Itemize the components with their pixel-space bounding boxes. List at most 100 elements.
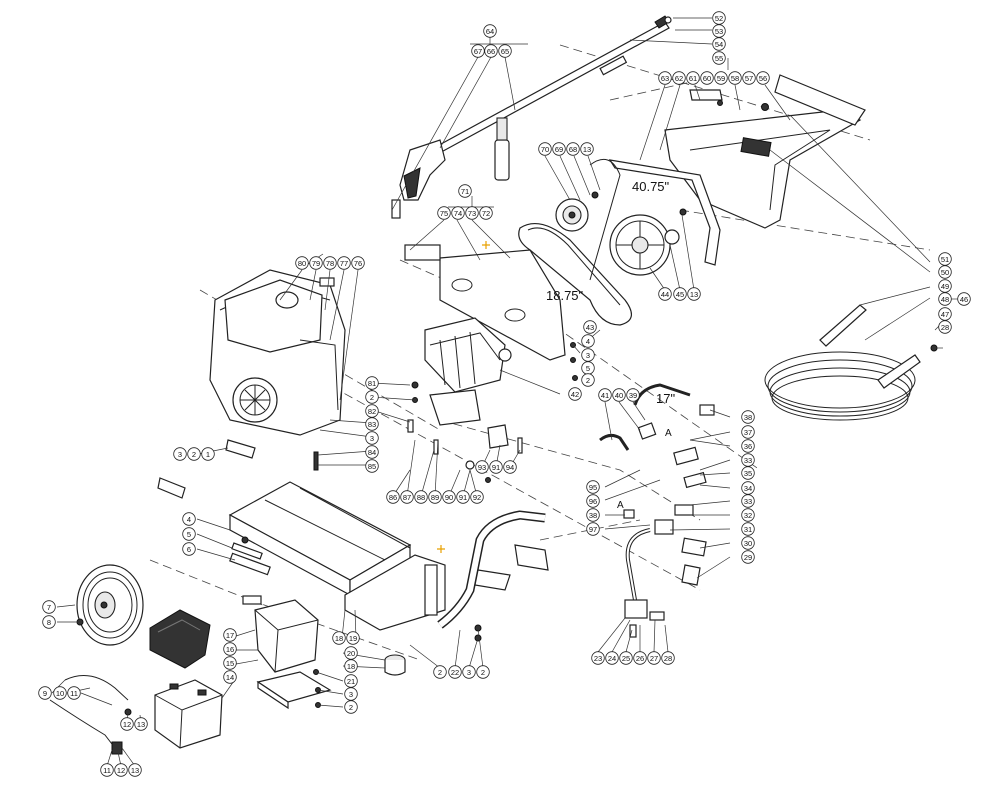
callout-c15: 15 <box>223 656 237 670</box>
callout-number: 94 <box>506 463 514 472</box>
callout-circle <box>938 320 952 334</box>
callout-c48: 48 <box>938 292 952 306</box>
handle <box>130 374 256 499</box>
callout-c36: 36 <box>741 439 755 453</box>
battery-cover <box>149 609 211 669</box>
callout-number: 83 <box>368 420 376 429</box>
callout-circle <box>586 494 600 508</box>
callout-circle <box>647 651 661 665</box>
callout-c54: 54 <box>712 37 726 51</box>
engine-pulley <box>555 198 589 232</box>
callout-c32: 32 <box>741 508 755 522</box>
callout-circle <box>470 490 484 504</box>
callout-c2d: 2 <box>344 700 358 714</box>
callout-number: 3 <box>586 351 590 360</box>
callout-c37: 37 <box>741 425 755 439</box>
callout-number: 27 <box>650 654 658 663</box>
callout-circle <box>448 665 462 679</box>
callout-circle <box>658 287 672 301</box>
callout-number: 37 <box>744 428 752 437</box>
callout-number: 54 <box>715 40 723 49</box>
callout-circle <box>503 460 517 474</box>
callout-c67: 67 <box>471 44 485 58</box>
decal-panels <box>689 74 866 126</box>
callout-number: 13 <box>690 290 698 299</box>
callout-c49: 49 <box>938 279 952 293</box>
callout-circle <box>741 466 755 480</box>
callout-circle <box>686 71 700 85</box>
callout-c41: 41 <box>598 388 612 402</box>
callout-circle <box>120 717 134 731</box>
callout-number: 33 <box>744 497 752 506</box>
callout-circle <box>67 686 81 700</box>
callout-c83: 83 <box>365 417 379 431</box>
callout-circle <box>741 410 755 424</box>
callout-c17: 17 <box>223 628 237 642</box>
callout-c16: 16 <box>223 642 237 656</box>
callout-circle <box>386 490 400 504</box>
callout-number: 28 <box>664 654 672 663</box>
callout-c76: 76 <box>351 256 365 270</box>
registration-marks <box>437 241 490 553</box>
callout-number: 26 <box>636 654 644 663</box>
callout-circle <box>619 651 633 665</box>
unloader-assembly <box>599 383 715 638</box>
callout-circle <box>626 388 640 402</box>
callout-c29: 29 <box>741 550 755 564</box>
callout-c38b: 38 <box>586 508 600 522</box>
callout-c66: 66 <box>484 44 498 58</box>
callout-circle <box>465 206 479 220</box>
callout-circle <box>433 665 447 679</box>
callout-circle <box>365 459 379 473</box>
callout-circle <box>476 665 490 679</box>
callout-c28a: 28 <box>938 320 952 334</box>
callout-number: 38 <box>589 511 597 520</box>
pressure-hose <box>764 304 921 421</box>
callout-c33a: 33 <box>741 453 755 467</box>
callout-c11b: 11 <box>100 763 114 777</box>
callout-c78: 78 <box>323 256 337 270</box>
marker-a-2: A <box>617 500 624 511</box>
callout-number: 71 <box>461 187 469 196</box>
callout-c87: 87 <box>400 490 414 504</box>
callout-circle <box>365 431 379 445</box>
callout-number: 80 <box>298 259 306 268</box>
callout-c6: 6 <box>182 542 196 556</box>
callout-circle <box>442 490 456 504</box>
callout-c55: 55 <box>712 51 726 65</box>
callout-c2e: 2 <box>433 665 447 679</box>
callout-circle <box>483 24 497 38</box>
callout-c68: 68 <box>566 142 580 156</box>
callout-number: 67 <box>474 47 482 56</box>
callout-circle <box>400 490 414 504</box>
callout-c94: 94 <box>503 460 517 474</box>
callout-circle <box>586 480 600 494</box>
callout-circle <box>173 447 187 461</box>
callout-c77: 77 <box>337 256 351 270</box>
callout-number: 62 <box>675 74 683 83</box>
callout-number: 19 <box>349 634 357 643</box>
callout-number: 87 <box>403 493 411 502</box>
callout-circle <box>344 646 358 660</box>
callout-number: 96 <box>589 497 597 506</box>
callout-c8: 8 <box>42 615 56 629</box>
callout-c61: 61 <box>686 71 700 85</box>
callout-circle <box>581 373 595 387</box>
callout-circle <box>351 256 365 270</box>
callout-number: 11 <box>70 689 78 698</box>
callout-c71: 71 <box>458 184 472 198</box>
callout-number: 59 <box>717 74 725 83</box>
callout-number: 3 <box>370 434 374 443</box>
callout-c92: 92 <box>470 490 484 504</box>
callout-c3d: 3 <box>344 687 358 701</box>
callout-number: 56 <box>759 74 767 83</box>
callout-number: 21 <box>347 677 355 686</box>
callout-c69: 69 <box>552 142 566 156</box>
callout-number: 63 <box>661 74 669 83</box>
callout-c12b: 12 <box>114 763 128 777</box>
callout-circle <box>741 550 755 564</box>
callout-c23: 23 <box>591 651 605 665</box>
callout-c44: 44 <box>658 287 672 301</box>
callout-circle <box>182 512 196 526</box>
